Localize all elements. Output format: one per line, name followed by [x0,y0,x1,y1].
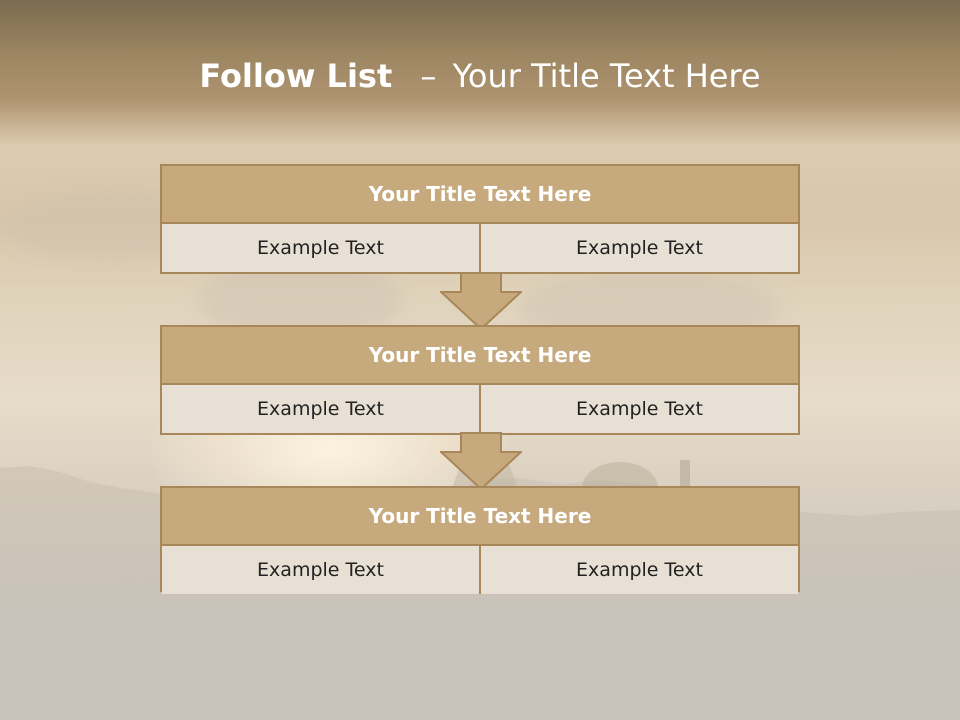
title-sub: Your Title Text Here [452,57,761,95]
step-title: Your Title Text Here [162,166,798,224]
header-band [0,0,960,145]
step-cell-right: Example Text [479,546,798,594]
step-row: Example Text Example Text [162,546,798,594]
step-cell-left: Example Text [162,224,479,272]
title-dash: – [420,57,437,95]
slide-title: Follow List – Your Title Text Here [0,52,960,100]
step-cell-right: Example Text [479,224,798,272]
step-cell-left: Example Text [162,385,479,433]
step-cell-left: Example Text [162,546,479,594]
step-cell-right: Example Text [479,385,798,433]
step-box-3: Your Title Text Here Example Text Exampl… [160,486,800,594]
step-box-2: Your Title Text Here Example Text Exampl… [160,325,800,435]
arrow-down-icon [440,272,522,330]
step-box-1: Your Title Text Here Example Text Exampl… [160,164,800,274]
title-main: Follow List [199,57,393,95]
step-row: Example Text Example Text [162,224,798,272]
step-row: Example Text Example Text [162,385,798,433]
step-title: Your Title Text Here [162,327,798,385]
arrow-down-icon [440,432,522,490]
step-title: Your Title Text Here [162,488,798,546]
